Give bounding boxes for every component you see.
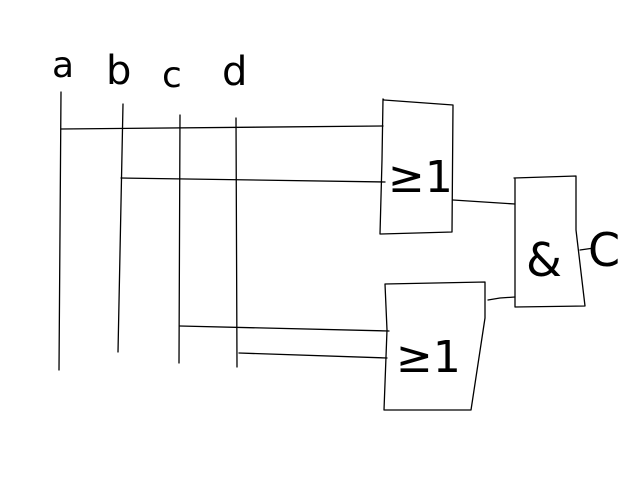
wire-or-bottom-to-and: [487, 296, 516, 301]
bus-b: [117, 103, 124, 353]
wire-and-to-output: [579, 247, 595, 251]
wire-a-to-or-top: [60, 125, 384, 130]
wire-d-to-or-bottom: [238, 352, 388, 359]
wire-or-top-to-and: [452, 199, 516, 205]
and-gate-box: [513, 175, 586, 308]
or-gate-bottom-box: [383, 281, 486, 411]
bus-a: [58, 91, 62, 371]
wire-b-to-or-top: [120, 177, 386, 183]
or-gate-bottom-label: ≥1: [396, 332, 461, 383]
bus-c: [178, 114, 181, 364]
or-gate-bottom: ≥1: [383, 281, 486, 411]
output-label: C: [588, 223, 620, 277]
input-label-b: b: [106, 48, 131, 94]
and-gate-label: &: [526, 233, 562, 287]
input-label-c: c: [162, 55, 182, 96]
or-gate-top: ≥1: [379, 98, 454, 235]
and-gate: &: [513, 175, 586, 308]
wire-c-to-or-bottom: [179, 325, 390, 332]
bus-d: [235, 117, 238, 368]
or-gate-top-box: [379, 98, 454, 235]
or-gate-top-label: ≥1: [388, 152, 453, 203]
input-label-d: d: [222, 49, 247, 95]
input-label-a: a: [52, 45, 74, 86]
